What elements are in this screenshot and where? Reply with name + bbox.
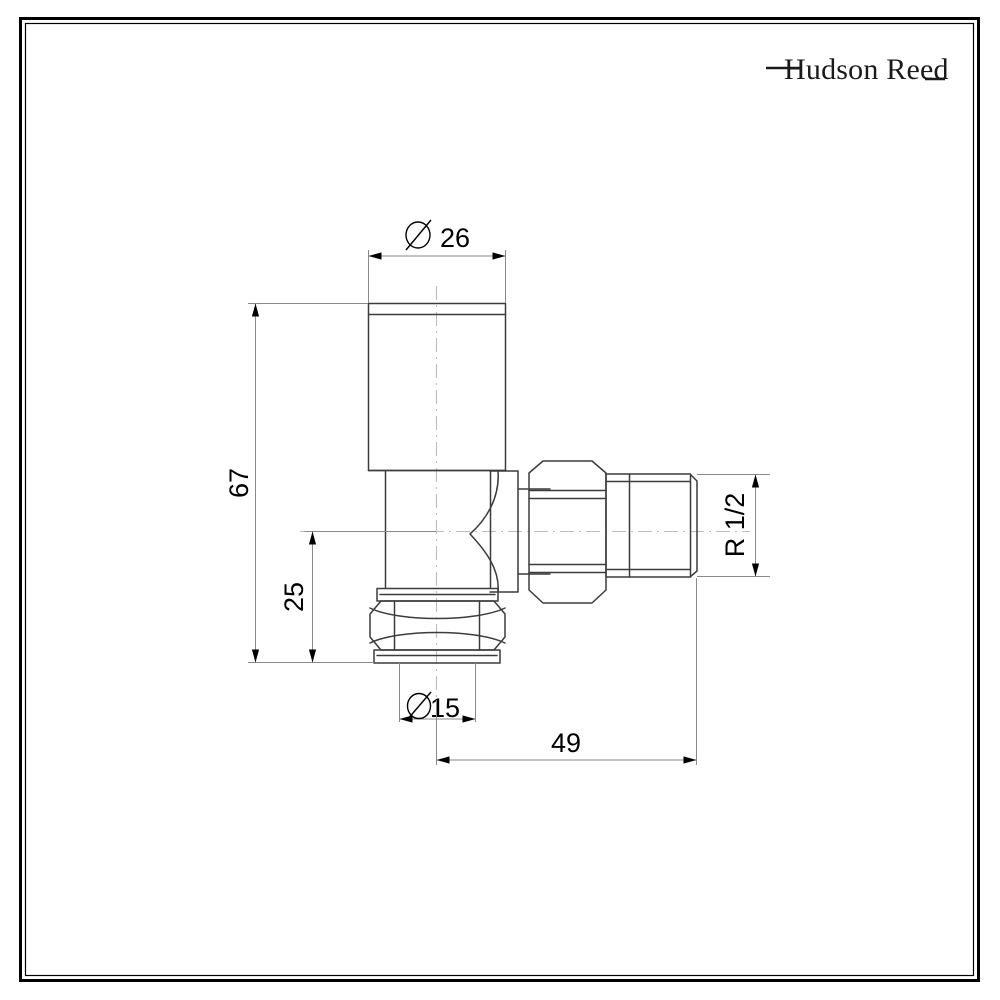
hex-chamfer-arc-bottom [369, 631, 506, 644]
brand-name: Hudson Reed [784, 53, 949, 86]
dimension-height-67: 67 [224, 303, 374, 663]
h25-label: 25 [279, 582, 309, 612]
dimension-dia-26: 26 [368, 219, 506, 303]
border-outer-rule [19, 17, 980, 982]
hudson-reed-logo: Hudson Reed [766, 53, 949, 86]
valve-neck [367, 469, 507, 589]
dimension-dia-15: 15 [399, 663, 476, 723]
diameter-symbol-circle [405, 221, 431, 249]
h67-label: 67 [224, 468, 254, 498]
dimension-length-49: 49 [436, 578, 697, 765]
dia15-label: 15 [430, 693, 460, 723]
valve-assembly [367, 302, 698, 664]
drawing-border [19, 17, 980, 982]
diameter-symbol-circle [406, 692, 432, 720]
body-lower-shoulder [489, 573, 551, 593]
outlet-hex-outline [528, 460, 607, 604]
dia15-diameter-symbol [406, 691, 432, 721]
dia26-diameter-symbol [405, 219, 432, 251]
dia26-label: 26 [440, 223, 470, 253]
outlet-male-thread [605, 473, 698, 578]
body-elbow-curve [469, 470, 499, 593]
len49-label: 49 [551, 728, 581, 758]
thread-label: R 1/2 [720, 493, 750, 558]
collar-band [376, 587, 499, 602]
dimension-thread-r-half: R 1/2 [697, 474, 770, 577]
diameter-symbol-slash [405, 219, 432, 251]
outlet-hex-nut [528, 460, 607, 604]
bottom-hex-nut [369, 600, 506, 664]
centrelines [300, 286, 750, 700]
bottom-collar [376, 587, 499, 602]
dimension-annotations: 26 67 25 15 [224, 219, 770, 765]
diameter-symbol-slash [406, 691, 432, 721]
border-inner-rule [24, 22, 975, 977]
dimension-height-25: 25 [279, 531, 436, 663]
bottom-base-flange [373, 649, 501, 664]
hex-chamfer-arc-top [369, 607, 506, 620]
